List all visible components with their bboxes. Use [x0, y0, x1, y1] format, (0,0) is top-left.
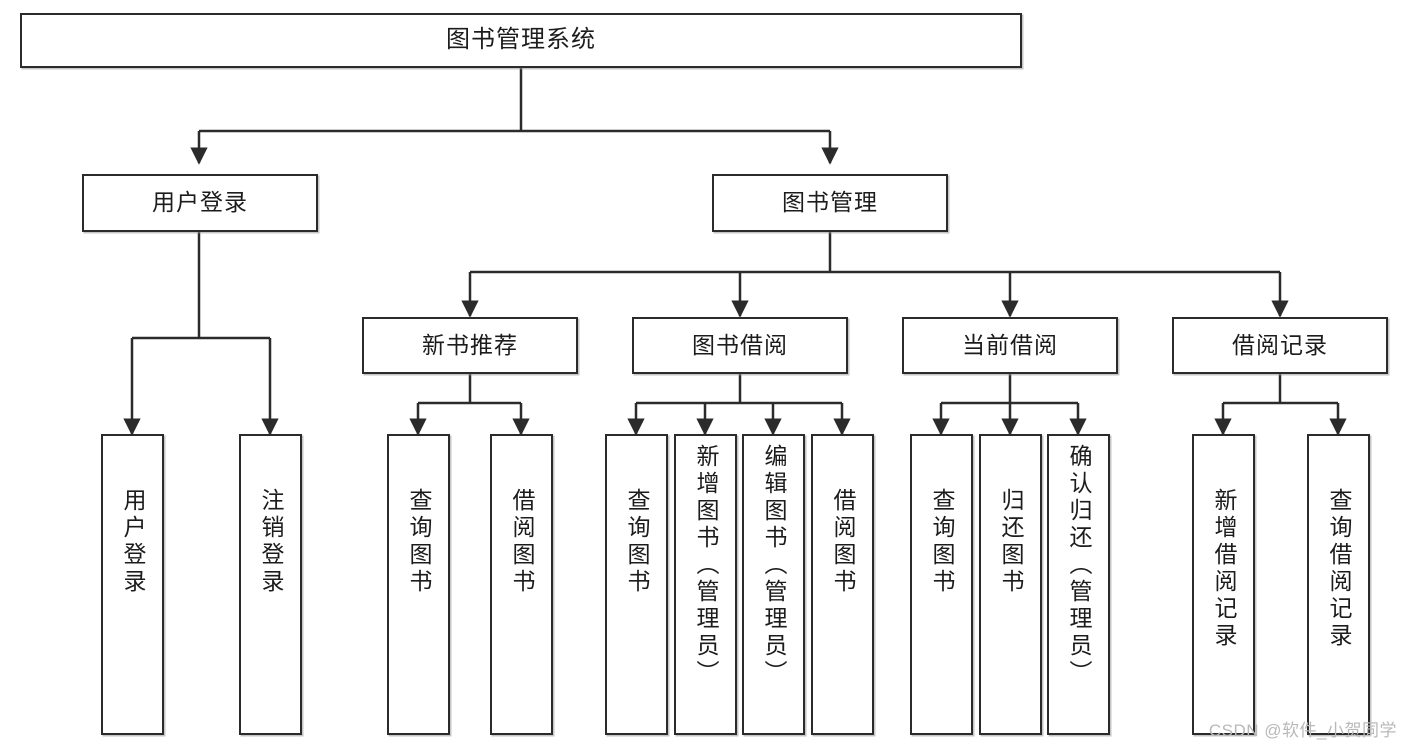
- node-label: 查询图书: [624, 488, 650, 596]
- leaf-borrow-book[interactable]: 借阅图书: [811, 434, 874, 735]
- node-borrow-record[interactable]: 借阅记录: [1172, 317, 1388, 374]
- leaf-query-borrow-record[interactable]: 查询借阅记录: [1307, 434, 1370, 735]
- node-label: 图书管理: [782, 189, 878, 216]
- leaf-query-book-borrow[interactable]: 查询图书: [605, 434, 668, 735]
- node-current-borrow[interactable]: 当前借阅: [902, 317, 1118, 374]
- node-label: 借阅记录: [1232, 331, 1328, 358]
- node-label: 注销登录: [258, 488, 284, 596]
- node-label: 图书借阅: [692, 331, 788, 358]
- node-book-borrow[interactable]: 图书借阅: [632, 317, 848, 374]
- node-label: 借阅图书: [509, 488, 535, 596]
- node-label: 查询图书: [929, 488, 955, 596]
- node-label: 编辑图书（管理员）: [761, 444, 787, 687]
- leaf-user-logout[interactable]: 注销登录: [239, 434, 302, 735]
- node-label: 查询借阅记录: [1326, 488, 1352, 650]
- node-label: 用户登录: [120, 488, 146, 596]
- node-label: 新增借阅记录: [1211, 488, 1237, 650]
- node-label: 用户登录: [152, 189, 248, 216]
- leaf-user-login[interactable]: 用户登录: [101, 434, 164, 735]
- watermark: CSDN @软件_小贺同学: [1208, 721, 1397, 740]
- leaf-add-book-admin[interactable]: 新增图书（管理员）: [674, 434, 737, 735]
- node-user-login[interactable]: 用户登录: [82, 174, 318, 232]
- leaf-add-borrow-record[interactable]: 新增借阅记录: [1192, 434, 1255, 735]
- leaf-return-book[interactable]: 归还图书: [979, 434, 1042, 735]
- node-label: 归还图书: [998, 488, 1024, 596]
- node-label: 借阅图书: [830, 488, 856, 596]
- leaf-borrow-book-recommend[interactable]: 借阅图书: [490, 434, 553, 735]
- leaf-edit-book-admin[interactable]: 编辑图书（管理员）: [742, 434, 805, 735]
- leaf-confirm-return-admin[interactable]: 确认归还（管理员）: [1047, 434, 1110, 735]
- node-label: 当前借阅: [962, 331, 1058, 358]
- node-label: 图书管理系统: [446, 26, 596, 54]
- node-label: 新书推荐: [422, 331, 518, 358]
- node-label: 新增图书（管理员）: [693, 444, 719, 687]
- node-label: 查询图书: [406, 488, 432, 596]
- node-new-book-recommend[interactable]: 新书推荐: [362, 317, 578, 374]
- leaf-query-book-current[interactable]: 查询图书: [910, 434, 973, 735]
- node-label: 确认归还（管理员）: [1066, 444, 1092, 687]
- leaf-query-book-recommend[interactable]: 查询图书: [387, 434, 450, 735]
- node-root-book-management-system[interactable]: 图书管理系统: [20, 13, 1022, 68]
- node-book-management[interactable]: 图书管理: [712, 174, 948, 232]
